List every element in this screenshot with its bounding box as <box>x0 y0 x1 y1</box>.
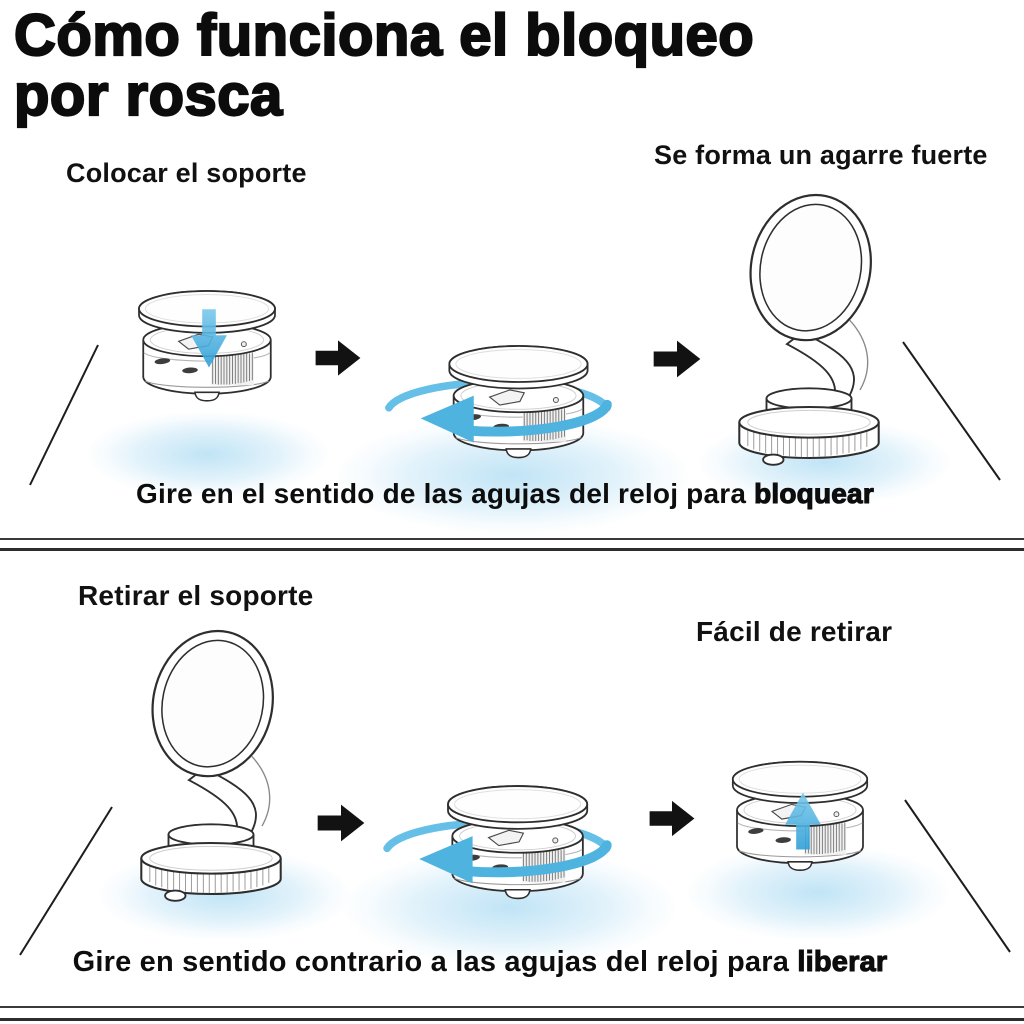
page-title: Cómo funciona el bloqueo por rosca <box>13 3 755 128</box>
release-caption: Gire en sentido contrario a las agujas d… <box>0 945 960 979</box>
floor-glow <box>88 412 328 497</box>
rotate-clockwise-illustration <box>384 332 612 476</box>
rotate-counterclockwise-illustration <box>382 772 612 917</box>
release-caption-text: Gire en sentido contrario a las agujas d… <box>72 946 790 978</box>
bottom-border-line <box>0 1018 1024 1021</box>
lock-caption-text: Gire en el sentido de las agujas del rel… <box>136 478 747 509</box>
lock-result-label: Se forma un agarre fuerte <box>654 140 988 170</box>
ring-stand-illustration <box>724 186 894 475</box>
ring-stand-illustration <box>126 622 296 911</box>
lock-step-label: Colocar el soporte <box>66 158 307 188</box>
right-arrow-icon <box>316 800 366 846</box>
lock-caption: Gire en el sentido de las agujas del rel… <box>0 477 1010 510</box>
release-caption-emphasis: liberar <box>797 945 888 978</box>
lock-caption-emphasis: bloquear <box>754 477 875 509</box>
bottom-border-line <box>0 1006 1024 1008</box>
down-arrow-icon <box>181 308 237 370</box>
right-arrow-icon <box>652 336 702 382</box>
up-arrow-icon <box>776 790 830 852</box>
release-result-label: Fácil de retirar <box>696 616 893 647</box>
panel-divider <box>0 548 1024 551</box>
release-step-label: Retirar el soporte <box>78 580 314 611</box>
right-arrow-icon <box>314 336 362 380</box>
page-title-line2: por rosca <box>13 62 284 128</box>
right-arrow-icon <box>648 796 696 841</box>
page-title-line1: Cómo funciona el bloqueo <box>13 3 755 68</box>
panel-divider <box>0 538 1024 540</box>
